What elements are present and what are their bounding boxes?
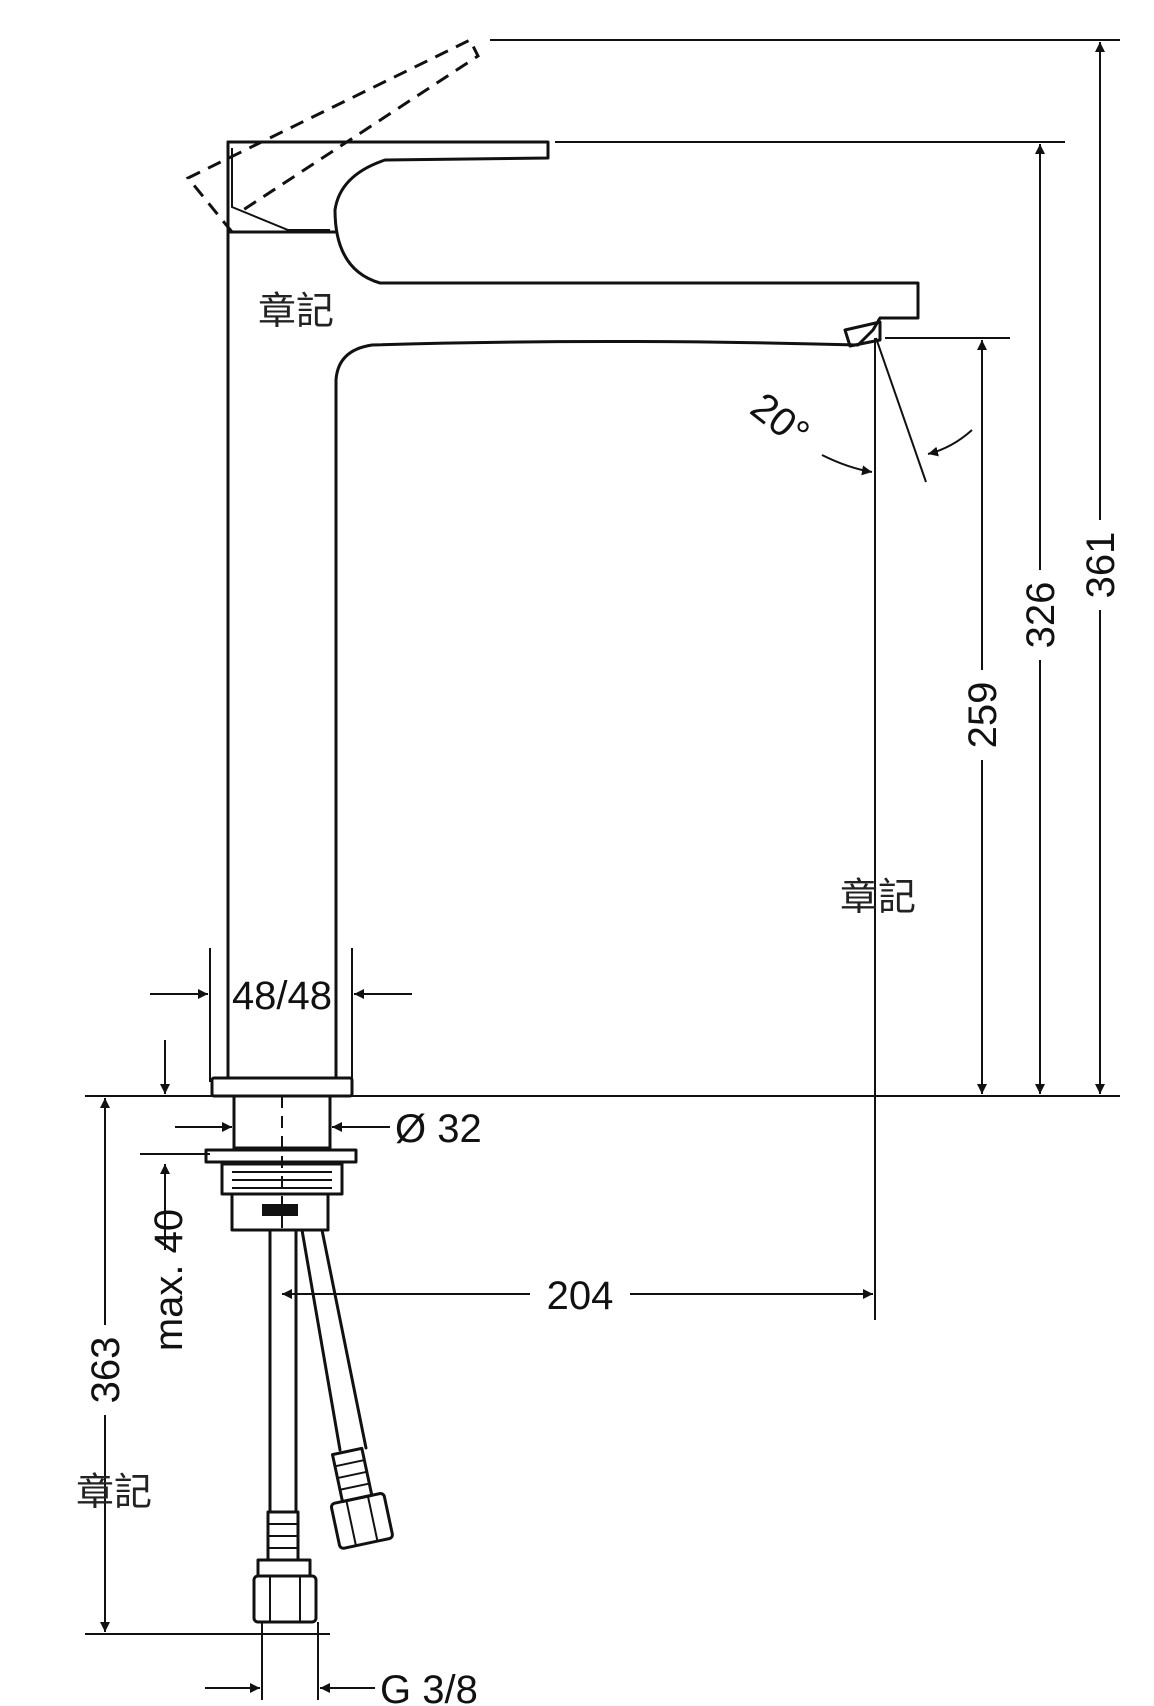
watermark-bottom: 章記	[76, 1470, 152, 1514]
total-height-label: 361	[1079, 532, 1123, 599]
spout-height-label: 259	[961, 682, 1005, 749]
reference-lines	[85, 39, 1120, 1700]
max-deck-thickness-label: max. 40	[147, 1209, 191, 1351]
hose-length-label: 363	[84, 1337, 128, 1404]
watermark-top: 章記	[258, 289, 334, 333]
spray-angle-label: 20°	[742, 384, 817, 456]
shank-diameter-label: Ø 32	[395, 1107, 482, 1151]
faucet-outline	[226, 140, 920, 1080]
base-and-shank	[204, 1076, 358, 1232]
reach-label: 204	[547, 1274, 614, 1318]
connection-thread-label: G 3/8	[380, 1668, 478, 1706]
watermark-middle: 章記	[840, 875, 916, 919]
supply-hoses	[252, 1228, 394, 1624]
lever-height-label: 326	[1019, 582, 1063, 649]
dimension-arrows	[100, 42, 1105, 1693]
raised-lever-dashed	[185, 37, 480, 233]
base-width-label: 48/48	[232, 974, 332, 1018]
